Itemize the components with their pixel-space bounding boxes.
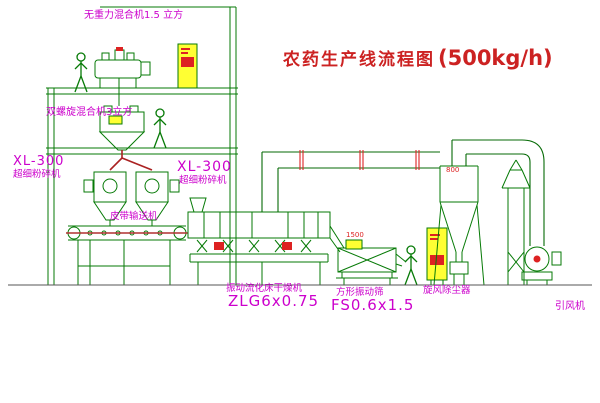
worker-figure-ground xyxy=(404,245,418,286)
conveyor-label: 皮带输送机 xyxy=(110,211,158,222)
title-text: 农药生产线流程图 xyxy=(283,50,435,70)
y-feed-pipe xyxy=(109,150,153,171)
fan-label: 引风机 xyxy=(555,301,585,312)
exhaust-stack xyxy=(501,159,531,285)
mill-mid-name-label: 超细粉碎机 xyxy=(179,175,227,186)
ultrafine-mill-right xyxy=(135,171,180,226)
worker-figure-mid xyxy=(153,108,167,149)
mill-mid-model-label: XL-300 xyxy=(177,159,232,175)
title-capacity: (500kg/h) xyxy=(438,45,553,70)
sieve-tag: 1500 xyxy=(346,231,364,239)
building-structure xyxy=(46,6,238,285)
belt-conveyor xyxy=(66,225,188,285)
double-screw-mixer xyxy=(98,105,146,151)
fluid-bed-dryer xyxy=(187,197,345,285)
mill-left-name-label: 超细粉碎机 xyxy=(13,169,61,180)
ultrafine-mill-left xyxy=(83,171,127,226)
cyclone-tag: 800 xyxy=(446,166,460,174)
outlet-pipe xyxy=(451,139,545,246)
exhaust-duct xyxy=(261,150,440,212)
mixer2-label: 双螺旋混合机3立方 xyxy=(46,107,133,118)
dryer-name-label: 振动流化床干燥机 xyxy=(226,283,303,294)
mill-left-model-label: XL-300 xyxy=(13,154,65,169)
control-cabinet-upper xyxy=(177,43,198,89)
induced-draft-fan xyxy=(521,246,562,285)
diagram-title: 农药生产线流程图 (500kg/h) xyxy=(283,45,553,71)
gravity-free-mixer xyxy=(94,47,151,106)
vibrating-sieve xyxy=(336,239,407,285)
sieve-model-label: FS0.6x1.5 xyxy=(331,296,415,314)
control-cabinet-lower xyxy=(426,227,448,285)
sieve-name-label: 方形振动筛 xyxy=(336,287,384,298)
cyclone-separator xyxy=(433,165,485,286)
mixer1-label: 无重力混合机1.5 立方 xyxy=(84,10,184,21)
worker-figure-top xyxy=(74,52,88,93)
cyclone-label: 旋风除尘器 xyxy=(423,285,471,296)
dryer-model-label: ZLG6x0.75 xyxy=(228,292,320,310)
